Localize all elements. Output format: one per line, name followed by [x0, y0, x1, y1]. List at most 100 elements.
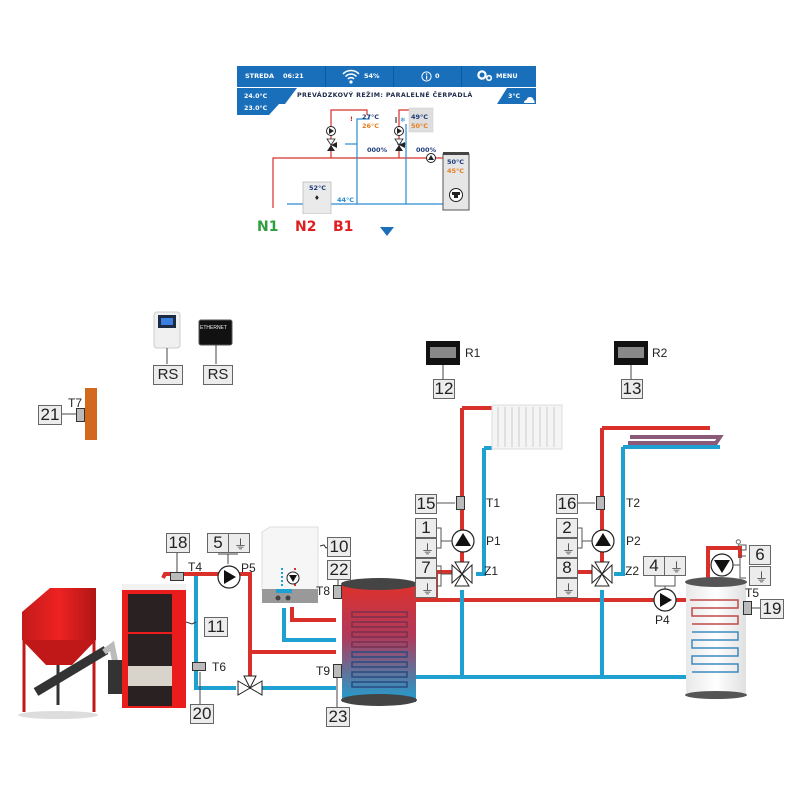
tab-n2[interactable]: N2 — [295, 219, 317, 235]
operating-mode-text: PREVÁDZKOVÝ REŽIM: PARALELNÉ ČERPADLÁ — [297, 92, 473, 99]
circuit2-actual-temp: 49°C — [411, 113, 429, 121]
room-unit-r1-label: R1 — [465, 346, 481, 360]
ground-icon: ⏚ — [749, 566, 771, 586]
terminal-10: 10 — [327, 537, 351, 557]
ground-icon: ⏚ — [415, 538, 437, 558]
tap-icon: ⚲ — [735, 538, 742, 548]
ground-icon: ⏚ — [415, 578, 437, 598]
pump-p5-label: P5 — [241, 561, 256, 575]
tab-b1[interactable]: B1 — [333, 219, 354, 235]
circuit2-valve-opening: 000% — [416, 146, 437, 154]
circuit1-valve-opening: 000% — [367, 146, 388, 154]
circulation-pump-icon — [710, 544, 747, 579]
sensor-t2-label: T2 — [626, 496, 641, 510]
wifi-signal: 54% — [364, 72, 380, 80]
sensor-t5-label: T5 — [745, 586, 760, 600]
pump-p4-icon — [653, 576, 677, 612]
flame-icon: ♦ — [314, 194, 320, 202]
sensor-t7-icon — [76, 408, 85, 422]
boiler-temp: 52°C — [309, 184, 327, 192]
terminal-13: 13 — [621, 379, 643, 399]
status-bar: STREDA 06:21 54% 0 MENU — [237, 66, 536, 87]
sensor-t1-label: T1 — [486, 496, 501, 510]
ground-icon: ⏚ — [228, 533, 250, 553]
room-unit-r2-label: R2 — [652, 346, 668, 360]
controller-device-icon — [153, 311, 181, 364]
sensor-t8-icon — [333, 585, 342, 599]
terminal-15: 15 — [415, 494, 437, 514]
rs-terminal-1: RS — [153, 365, 183, 385]
triangle-down-icon[interactable] — [380, 223, 394, 241]
dhw-tank-icon — [685, 577, 747, 699]
sensor-t8-label: T8 — [316, 584, 331, 598]
room-temp-2: 23.0°C — [244, 105, 268, 112]
outdoor-wall — [85, 388, 97, 440]
room-unit-r2-icon — [614, 341, 648, 380]
terminal-6: 6 — [749, 545, 771, 565]
terminal-11: 11 — [204, 617, 228, 637]
terminal-2: 2 — [556, 518, 578, 538]
terminal-12: 12 — [433, 379, 455, 399]
pump-p1-label: P1 — [486, 534, 501, 548]
pump-p2-icon — [591, 529, 615, 553]
rs-terminal-2: RS — [203, 365, 233, 385]
wifi-icon[interactable] — [341, 66, 361, 87]
circuit1-set-temp: 26°C — [362, 122, 380, 130]
valve-z1-label: Z1 — [484, 564, 499, 578]
sensor-t1-icon — [456, 496, 465, 510]
tab-n1[interactable]: N1 — [257, 219, 279, 235]
valve-z2-label: Z2 — [625, 564, 640, 578]
ground-icon: ⏚ — [556, 578, 578, 598]
ethernet-module-icon — [198, 319, 233, 364]
info-icon[interactable] — [421, 66, 432, 87]
outdoor-temp: 3°C — [508, 93, 521, 100]
sensor-t6-label: T6 — [212, 660, 227, 674]
sensor-t9-icon — [333, 664, 342, 678]
menu-button[interactable]: MENU — [496, 72, 518, 80]
pellet-boiler-icon — [108, 584, 197, 708]
sensor-t4-label: T4 — [188, 560, 203, 574]
sensor-t9-label: T9 — [316, 664, 331, 678]
dhw-set-temp: 45°C — [447, 167, 465, 175]
room-unit-r1-icon — [426, 341, 460, 380]
room-temp-1: 24.0°C — [244, 93, 268, 100]
mini-hydraulic-diagram — [272, 107, 470, 214]
terminal-23: 23 — [326, 707, 350, 727]
mixing-valve-z1-icon — [451, 561, 473, 587]
return-temp: 44°C — [337, 196, 355, 204]
pump-p5-icon — [217, 553, 241, 589]
snowflake-icon: ❄ — [400, 116, 406, 124]
alert-icon: ! — [350, 115, 353, 123]
circuit2-set-temp: 50°C — [411, 122, 429, 130]
terminal-4: 4 — [643, 556, 665, 576]
buffer-tank-icon — [341, 578, 417, 706]
ethernet-label: ETHERNET — [200, 325, 227, 331]
boiler-return-valve-icon — [237, 675, 263, 696]
dhw-actual-temp: 50°C — [447, 158, 465, 166]
gas-boiler-icon — [261, 526, 331, 603]
ground-icon: ⏚ — [556, 538, 578, 558]
cloud-icon — [523, 91, 535, 109]
sensor-t4-icon — [170, 572, 184, 581]
radiator-icon — [491, 404, 563, 450]
day-label: STREDA — [245, 72, 274, 80]
terminal-7: 7 — [415, 558, 437, 578]
pump-p2-label: P2 — [626, 534, 641, 548]
terminal-8: 8 — [556, 558, 578, 578]
circuit1-actual-temp: 27°C — [362, 113, 380, 121]
gears-icon[interactable] — [477, 66, 493, 87]
time-label: 06:21 — [283, 72, 304, 80]
sensor-t6-icon — [192, 662, 206, 671]
terminal-19: 19 — [760, 599, 784, 619]
ground-icon: ⏚ — [664, 556, 686, 576]
sensor-t2-icon — [596, 496, 605, 510]
terminal-20: 20 — [190, 704, 214, 724]
terminal-5: 5 — [207, 533, 229, 553]
terminal-22: 22 — [327, 560, 351, 580]
pump-p1-icon — [451, 529, 475, 553]
sensor-t7-label: T7 — [68, 396, 83, 410]
pump-p4-label: P4 — [655, 613, 670, 627]
terminal-16: 16 — [556, 494, 578, 514]
cold-pipes — [194, 445, 720, 690]
